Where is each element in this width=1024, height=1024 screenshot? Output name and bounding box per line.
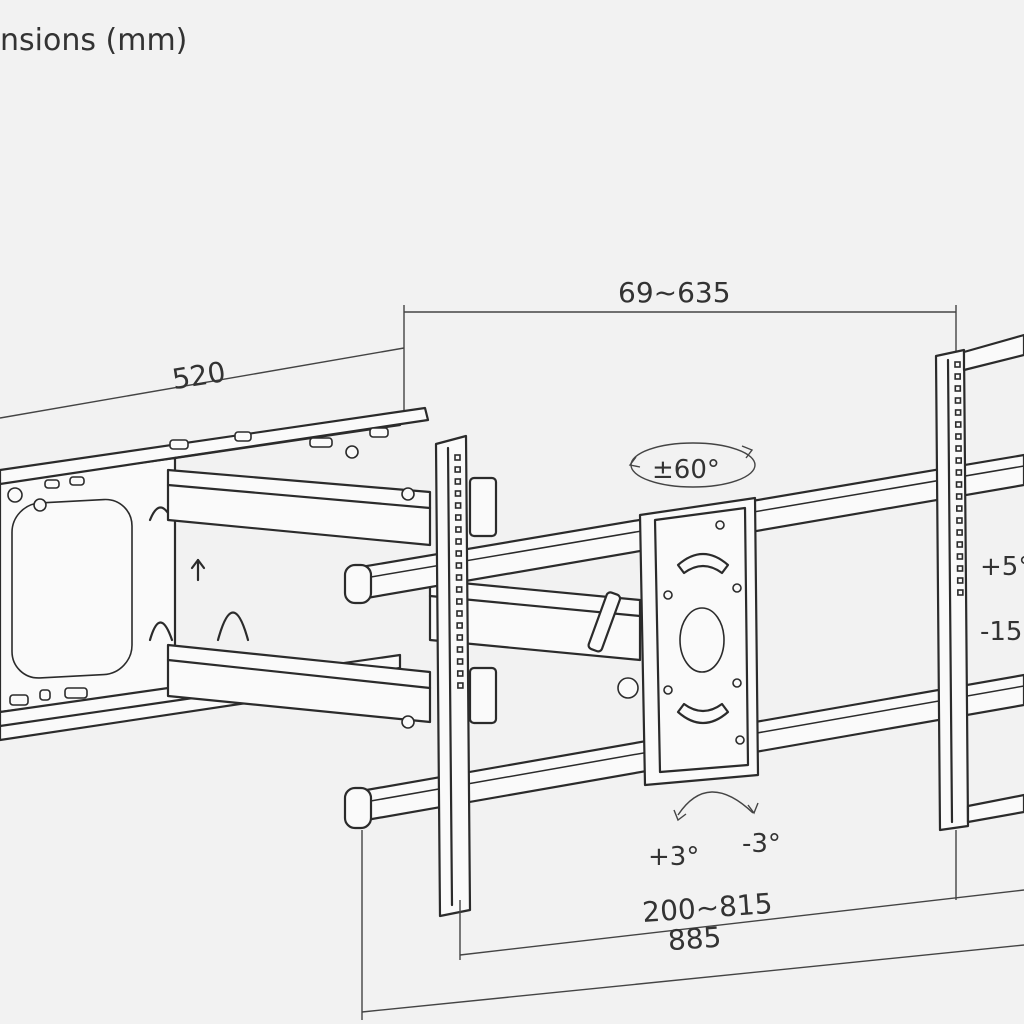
bracket-hole <box>454 466 461 473</box>
upper-arm <box>166 468 498 547</box>
bracket-hole <box>954 409 962 416</box>
bracket-hole <box>956 553 964 560</box>
bracket-hole <box>456 646 464 653</box>
top-plate-slots <box>169 427 389 459</box>
dimension-69-635: 69~635 <box>404 276 957 360</box>
roll-plus-label: +3° <box>648 842 699 872</box>
tilt-up-label: +5° <box>980 552 1024 582</box>
diagram-title: nsions (mm) <box>0 23 187 58</box>
bracket-hole <box>956 529 963 536</box>
bracket-hole <box>455 538 462 545</box>
bracket-hole <box>954 397 962 404</box>
bracket-hole <box>955 469 963 476</box>
bracket-hole <box>956 541 964 548</box>
bracket-hole <box>956 505 963 512</box>
bracket-hole <box>454 478 462 485</box>
roll-minus-label: -3° <box>742 829 781 859</box>
bracket-hole <box>454 454 461 461</box>
bracket-hole <box>954 361 961 368</box>
bracket-hole <box>456 634 464 641</box>
bracket-hole <box>955 433 962 440</box>
bracket-hole <box>455 586 463 593</box>
bracket-hole <box>454 502 462 509</box>
bracket-hole <box>456 670 464 677</box>
bracket-hole <box>457 682 464 689</box>
tilt-down-label: -15° <box>980 617 1024 647</box>
bracket-hole <box>455 550 463 557</box>
dimension-885: 885 <box>361 830 1024 1020</box>
bracket-hole <box>455 574 463 581</box>
roll-annotation: +3° -3° <box>648 791 781 872</box>
bracket-hole <box>956 565 964 572</box>
dimension-520: 520 <box>0 305 405 420</box>
bracket-hole <box>456 610 463 617</box>
bracket-hole <box>456 598 463 605</box>
overall-width-label: 885 <box>667 921 723 958</box>
extension-range-label: 69~635 <box>618 276 731 309</box>
right-bracket-holes <box>954 361 964 596</box>
swivel-annotation: ±60° <box>628 442 756 488</box>
bracket-hole <box>454 514 462 521</box>
bracket-hole <box>454 490 462 497</box>
bracket-hole <box>956 517 963 524</box>
bracket-hole <box>955 457 963 464</box>
lower-arm <box>166 643 498 729</box>
right-vertical-bracket <box>934 333 1024 832</box>
bracket-hole <box>955 481 963 488</box>
bracket-hole <box>956 577 964 584</box>
bracket-hole <box>955 493 963 500</box>
bracket-hole <box>954 373 961 380</box>
bracket-hole <box>456 622 463 629</box>
bracket-hole <box>455 562 463 569</box>
bracket-hole <box>954 421 962 428</box>
arm-depth-label: 520 <box>170 355 228 396</box>
left-bracket-holes <box>454 454 464 689</box>
tilt-pivot-plate <box>617 496 760 787</box>
bracket-hole <box>455 526 462 533</box>
swivel-label: ±60° <box>652 455 720 485</box>
bracket-hole <box>957 589 964 596</box>
bracket-hole <box>955 445 962 452</box>
bracket-hole <box>456 658 464 665</box>
dimension-200-815: 200~815 <box>459 830 1024 960</box>
bracket-hole <box>954 385 962 392</box>
left-vertical-bracket <box>434 434 472 918</box>
